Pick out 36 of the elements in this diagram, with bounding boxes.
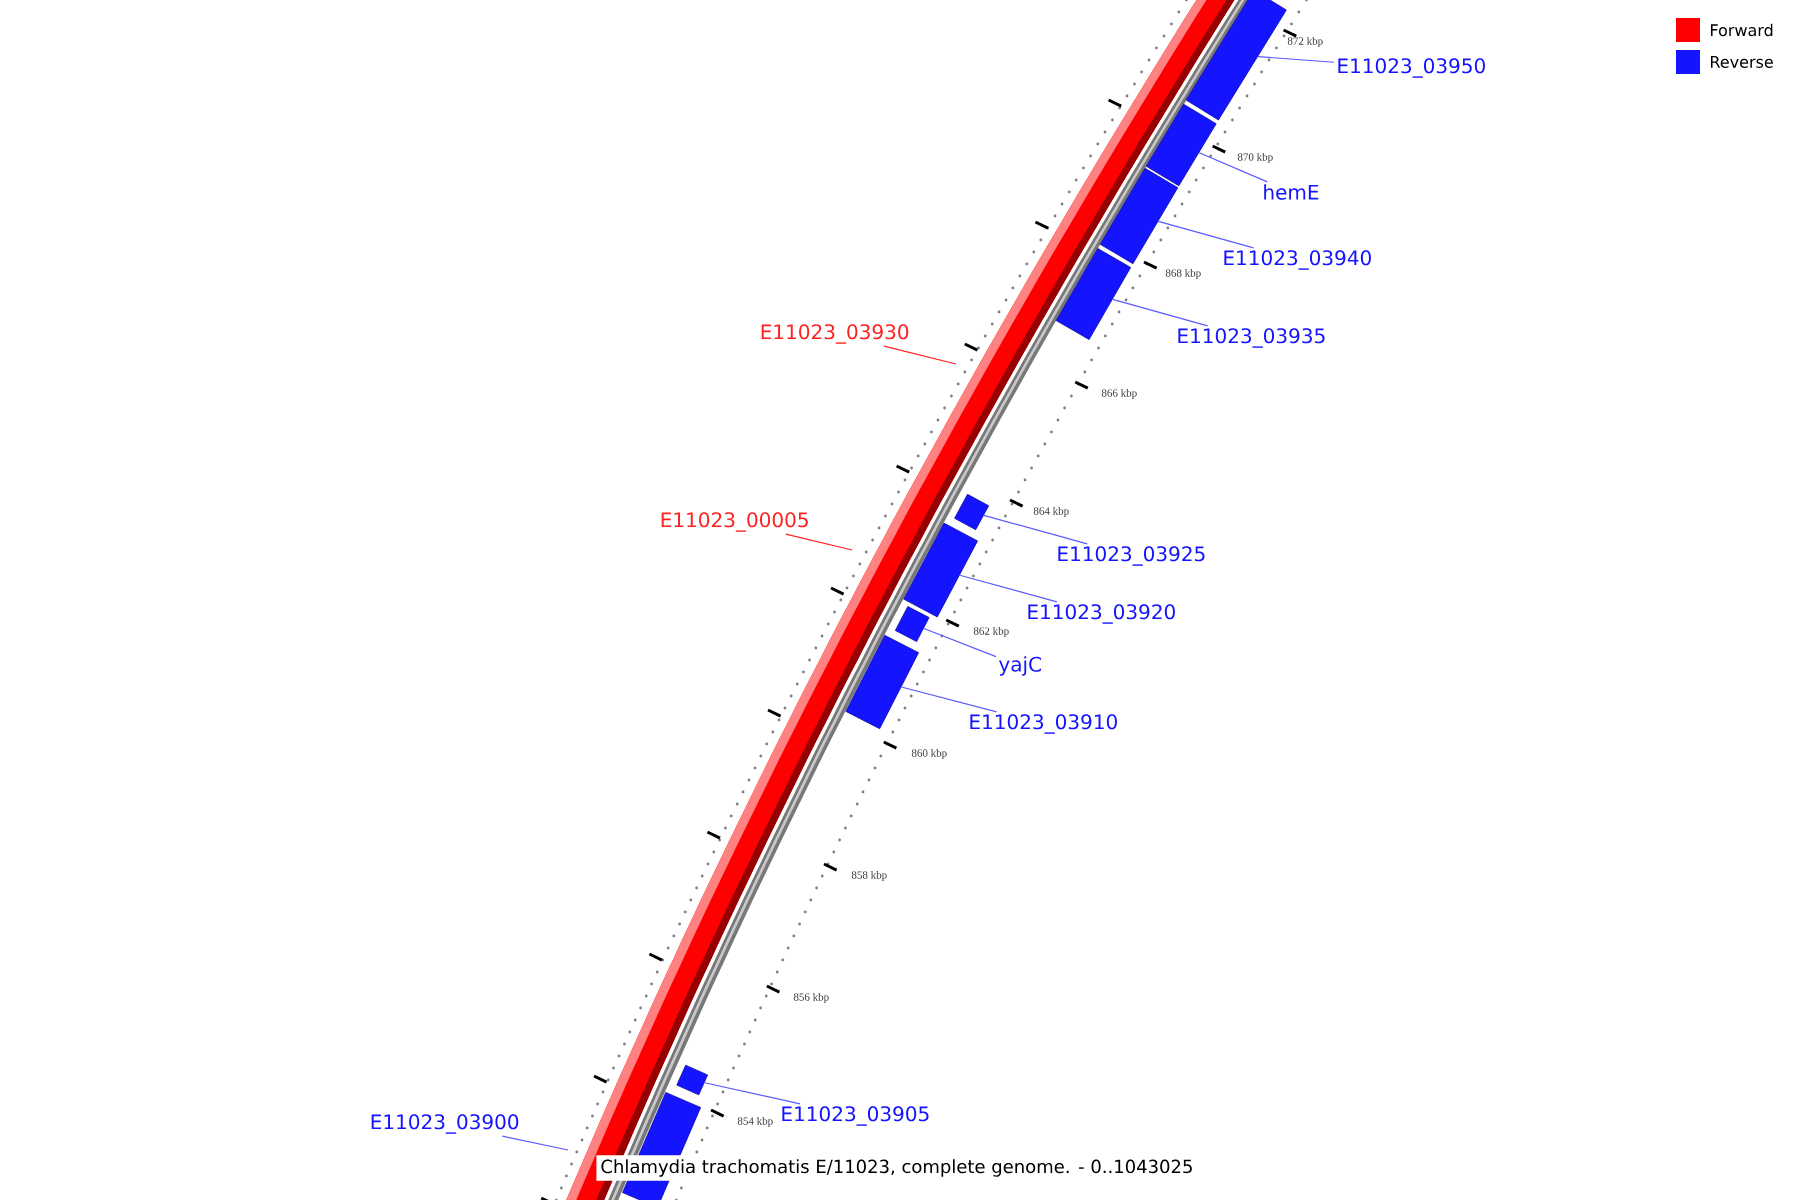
leader-line — [703, 1082, 801, 1105]
leader-line — [900, 686, 998, 713]
gene-label: E11023_03900 — [371, 1114, 519, 1134]
caption: Chlamydia trachomatis E/11023, complete genome. - 0..1043025 — [596, 1155, 1198, 1181]
gene-label: hemE — [1264, 184, 1319, 200]
gene-label: E11023_03920 — [1028, 604, 1175, 624]
leader-line — [983, 514, 1088, 545]
leader-line — [923, 627, 997, 658]
gene-label: E11023_03940 — [1224, 250, 1371, 270]
gene-label: yajC — [999, 656, 1041, 676]
gene-bar — [1055, 248, 1132, 340]
gene-bar — [894, 606, 930, 642]
leader-line — [1157, 220, 1255, 249]
gene-bar — [845, 634, 919, 730]
legend-label: Forward — [1711, 23, 1773, 37]
leader-line — [1257, 56, 1335, 63]
gene-label: E11023_03930 — [761, 324, 909, 344]
gene-label: E11023_03925 — [1058, 546, 1205, 566]
leader-line — [1112, 298, 1209, 327]
gene-bar — [903, 522, 978, 618]
gene-bar — [954, 493, 990, 531]
gene-label: E11023_00005 — [661, 512, 808, 532]
gene-label: E11023_03935 — [1178, 328, 1325, 348]
leader-line — [1198, 152, 1268, 183]
leader-line — [501, 1135, 569, 1151]
gene-label: E11023_03910 — [970, 714, 1117, 734]
leader-line — [883, 345, 957, 365]
legend-label: Reverse — [1711, 56, 1773, 68]
gene-bar — [1145, 103, 1217, 187]
gene-bar — [1185, 0, 1287, 121]
gene-bar — [676, 1064, 708, 1096]
leader-line — [785, 533, 853, 551]
gene-label: E11023_03905 — [782, 1106, 929, 1126]
gene-bar — [1099, 167, 1179, 265]
gene-label: E11023_03950 — [1338, 58, 1485, 78]
leader-line — [959, 574, 1058, 603]
